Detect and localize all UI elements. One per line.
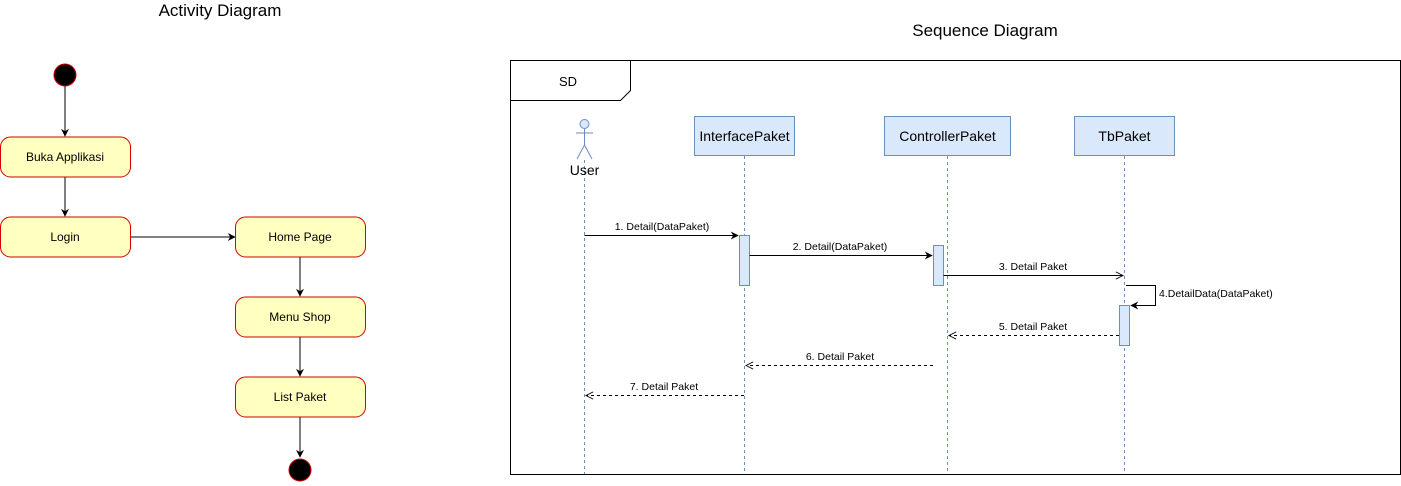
- lifeline-label: ControllerPaket: [899, 128, 996, 144]
- lifeline-head-controllerpaket: ControllerPaket: [884, 116, 1011, 156]
- sequence-diagram: Sequence Diagram SD User InterfacePaket: [510, 21, 1401, 475]
- actor-label: User: [570, 162, 600, 178]
- actor-icon: [576, 119, 593, 160]
- action-menu-shop: Menu Shop: [235, 296, 366, 338]
- lifeline-label: TbPaket: [1098, 128, 1150, 144]
- sd-frame-label: SD: [559, 74, 577, 89]
- activity-diagram: Activity Diagram Buka Applikasi Login Ho…: [0, 1, 366, 482]
- message-6-return: 6. Detail Paket: [746, 351, 933, 366]
- message-3: 3. Detail Paket: [943, 261, 1124, 276]
- action-login: Login: [0, 216, 131, 258]
- final-node: [288, 458, 312, 482]
- message-5-return: 5. Detail Paket: [949, 321, 1119, 336]
- lifeline-head-tbpaket: TbPaket: [1074, 116, 1175, 156]
- message-label: 3. Detail Paket: [999, 261, 1067, 273]
- action-label: Home Page: [268, 230, 332, 244]
- message-4-self: 4.DetailData(DataPaket): [1126, 285, 1273, 310]
- action-label: List Paket: [274, 390, 327, 404]
- message-label: 1. Detail(DataPaket): [615, 221, 710, 233]
- action-home-page: Home Page: [235, 216, 366, 258]
- lifeline-label: InterfacePaket: [699, 128, 789, 144]
- action-label: Buka Applikasi: [26, 150, 104, 164]
- action-buka-applikasi: Buka Applikasi: [0, 136, 131, 178]
- action-label: Login: [50, 230, 79, 244]
- message-label: 5. Detail Paket: [999, 321, 1067, 333]
- message-2: 2. Detail(DataPaket): [749, 241, 933, 260]
- initial-node: [53, 63, 77, 87]
- message-label: 6. Detail Paket: [806, 351, 874, 363]
- message-label: 4.DetailData(DataPaket): [1159, 288, 1273, 300]
- message-7-return: 7. Detail Paket: [586, 381, 744, 396]
- activity-diagram-title: Activity Diagram: [159, 1, 282, 20]
- message-label: 2. Detail(DataPaket): [793, 241, 888, 253]
- sequence-diagram-title: Sequence Diagram: [912, 21, 1058, 40]
- sd-frame-tab: [510, 60, 631, 101]
- message-1: 1. Detail(DataPaket): [584, 221, 739, 240]
- activation-tbpaket: [1119, 305, 1130, 346]
- action-label: Menu Shop: [269, 310, 331, 324]
- actor-user: User: [570, 119, 600, 178]
- action-list-paket: List Paket: [235, 376, 366, 418]
- activation-controllerpaket: [933, 245, 944, 286]
- message-label: 7. Detail Paket: [630, 381, 698, 393]
- lifeline-head-interfacepaket: InterfacePaket: [694, 116, 795, 156]
- activation-interfacepaket: [739, 235, 750, 286]
